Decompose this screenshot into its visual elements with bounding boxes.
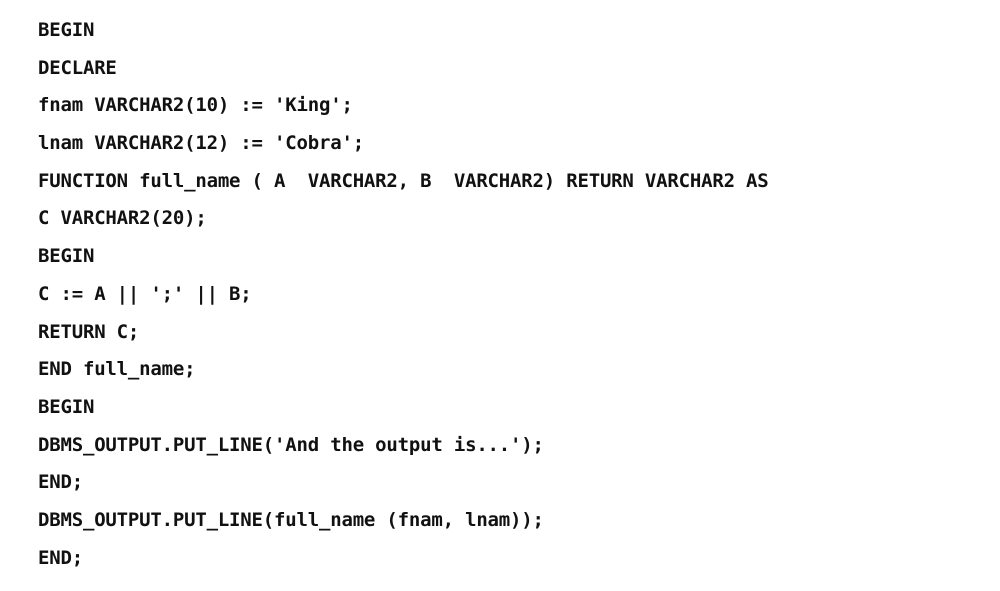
code-line: DECLARE [38, 56, 117, 79]
code-line: DBMS_OUTPUT.PUT_LINE('And the output is.… [38, 433, 544, 456]
code-line: BEGIN [38, 245, 95, 268]
code-line: FUNCTION full_name ( A VARCHAR2, B VARCH… [38, 169, 769, 192]
code-line: BEGIN [38, 395, 95, 418]
code-line: END; [38, 546, 83, 569]
code-line: END; [38, 471, 83, 494]
code-line: fnam VARCHAR2(10) := 'King'; [38, 94, 353, 117]
code-line: RETURN C; [38, 320, 140, 343]
code-line: C := A || ';' || B; [38, 282, 252, 305]
code-listing: BEGIN DECLARE fnam VARCHAR2(10) := 'King… [38, 17, 978, 582]
code-line: DBMS_OUTPUT.PUT_LINE(full_name (fnam, ln… [38, 508, 544, 531]
code-line: END full_name; [38, 358, 196, 381]
code-line: C VARCHAR2(20); [38, 207, 207, 230]
code-line: lnam VARCHAR2(12) := 'Cobra'; [38, 132, 364, 155]
code-line: BEGIN [38, 19, 95, 41]
